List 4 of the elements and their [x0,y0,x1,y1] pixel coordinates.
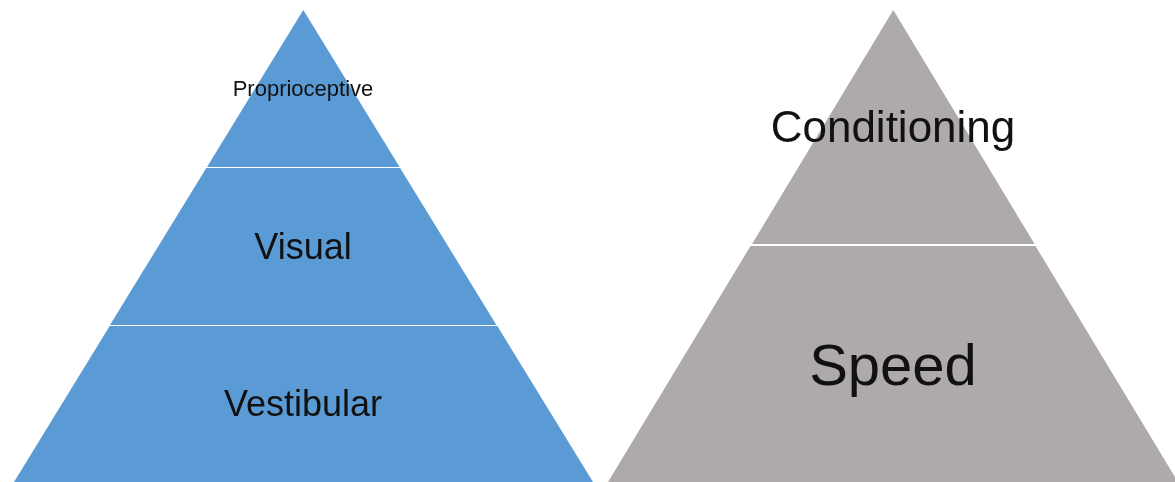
tier-label: Speed [809,330,977,398]
tier-label: Conditioning [770,102,1016,152]
tier-label: Visual [254,225,352,268]
tier-label: Vestibular [223,383,383,425]
